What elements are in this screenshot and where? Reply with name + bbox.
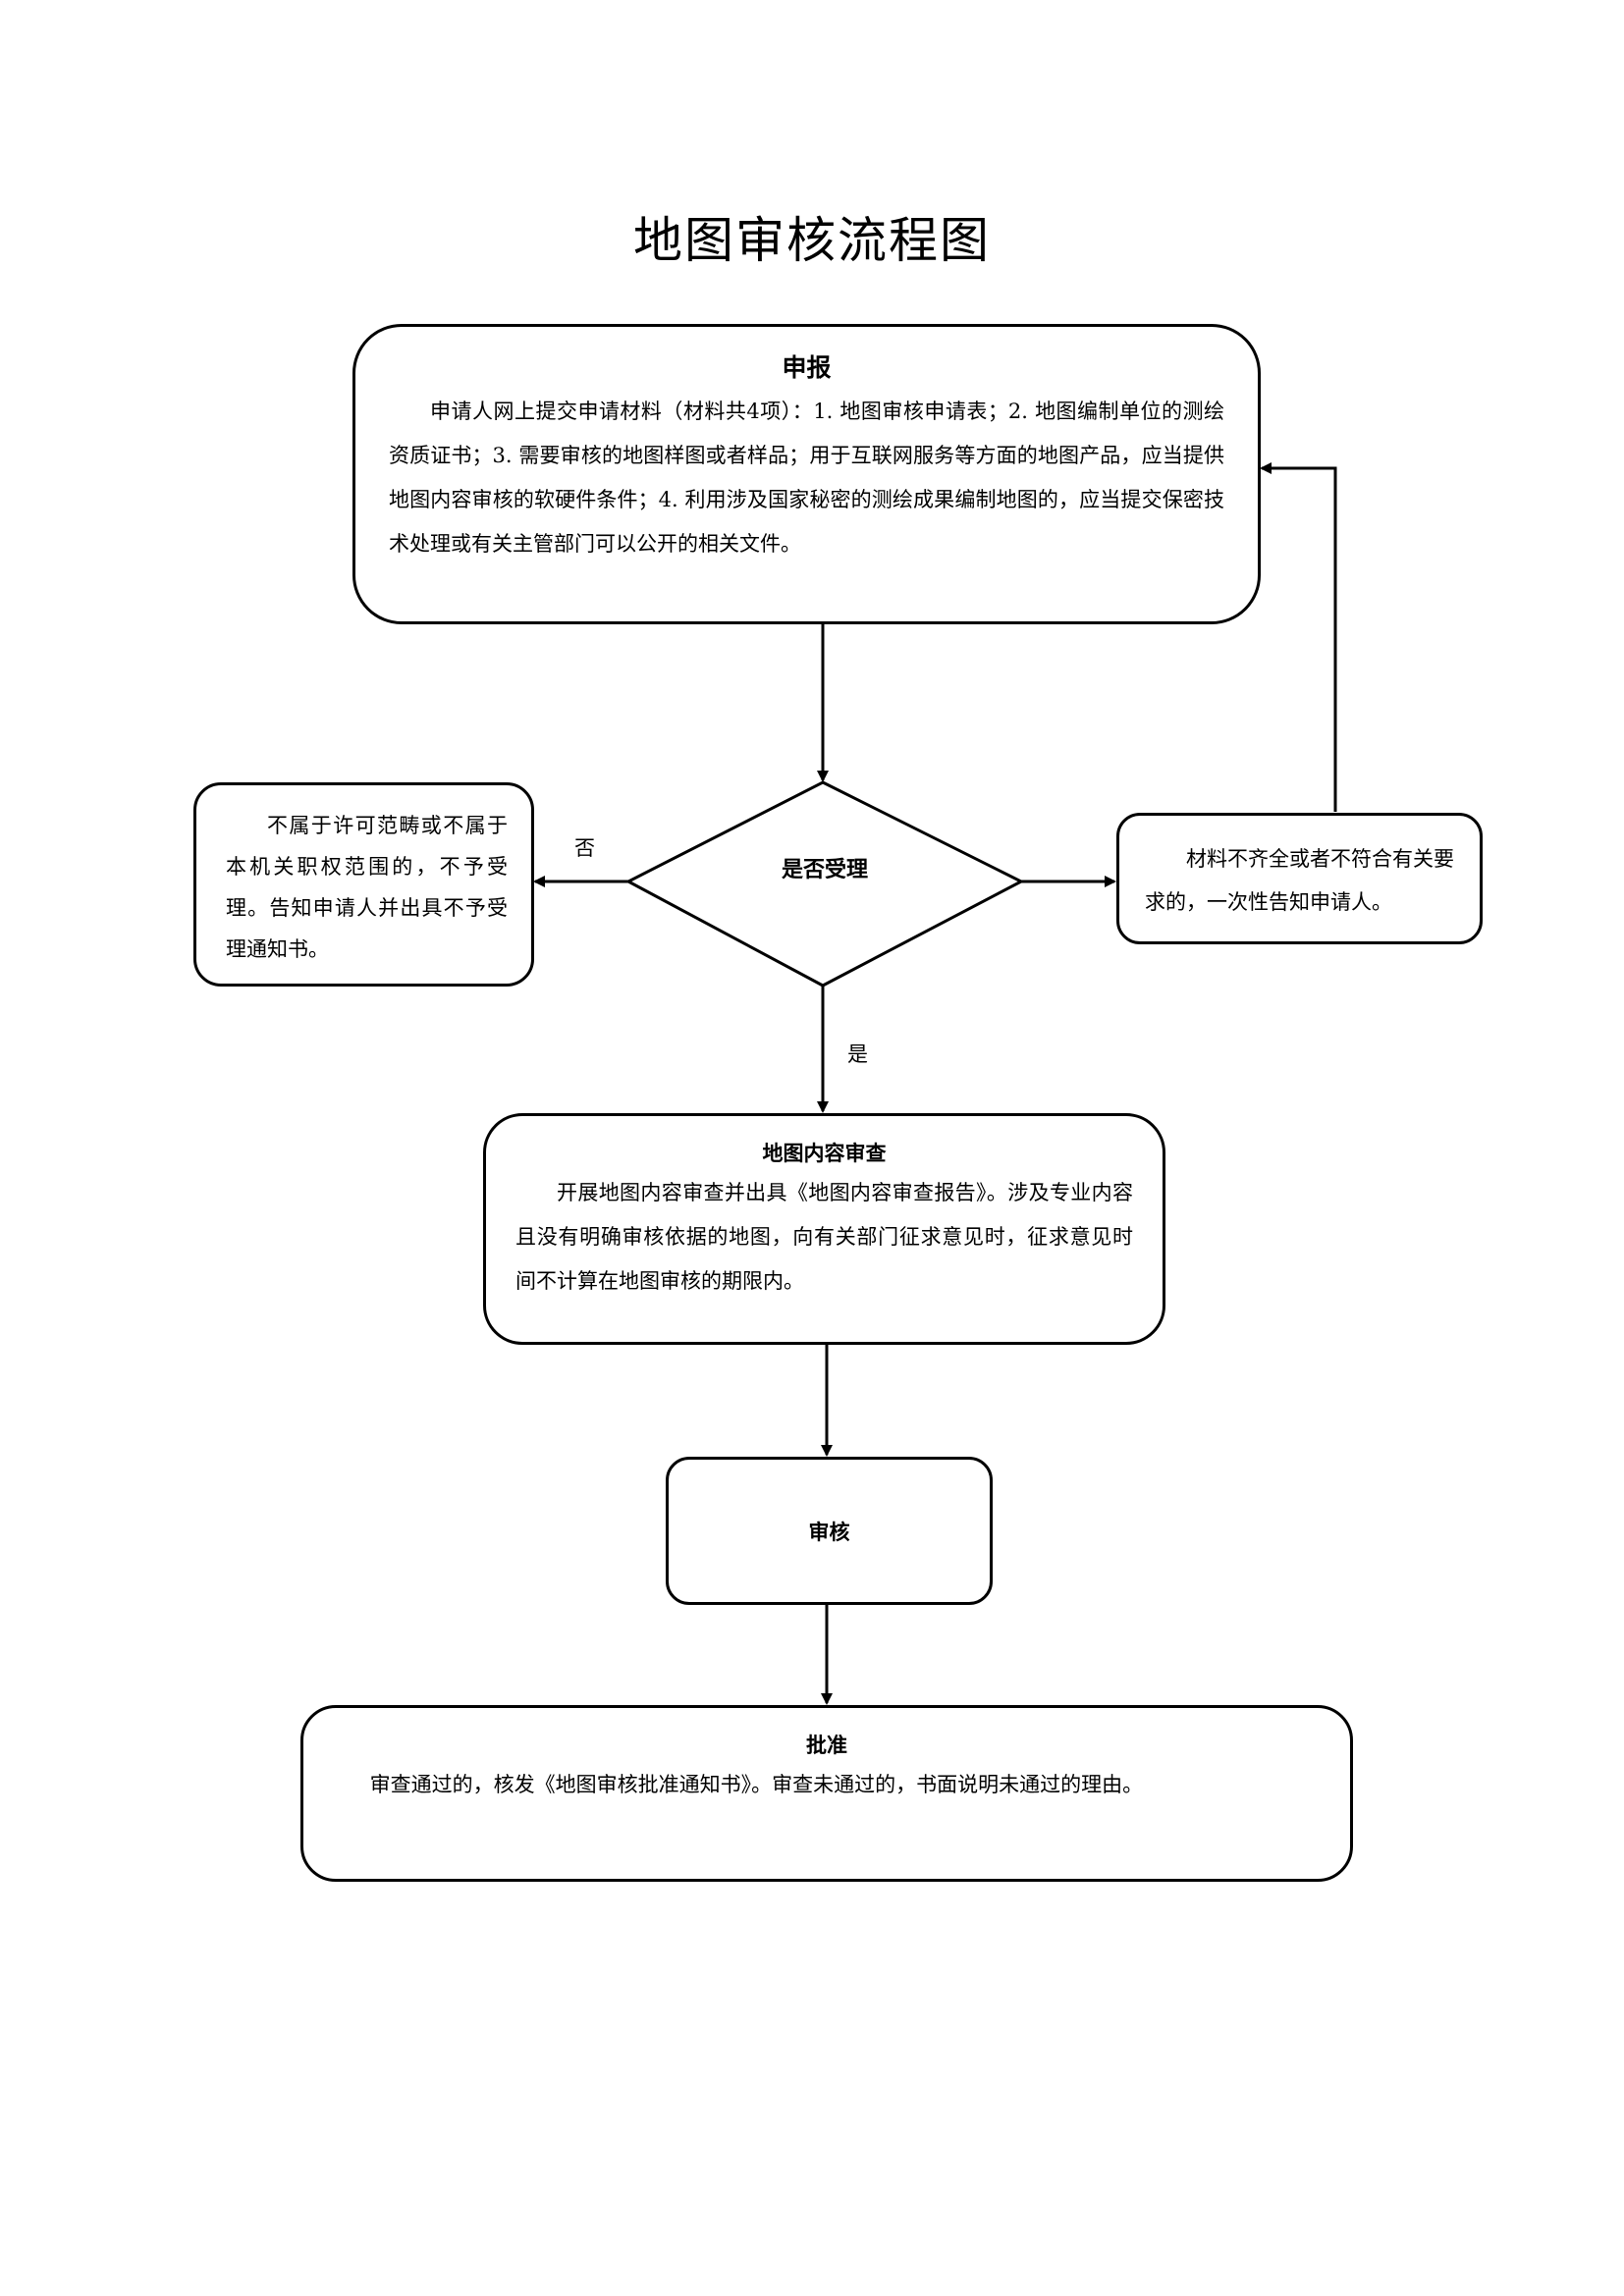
incomplete-node: 材料不齐全或者不符合有关要求的，一次性告知申请人。 — [1116, 813, 1483, 944]
approve-node-text: 审查通过的，核发《地图审核批准通知书》。审查未通过的，书面说明未通过的理由。 — [369, 1773, 1144, 1796]
content-review-node-title: 地图内容审查 — [762, 1142, 887, 1165]
reject-node: 不属于许可范畴或不属于本机关职权范围的，不予受理。告知申请人并出具不予受理通知书… — [193, 782, 534, 987]
approve-node-title: 批准 — [806, 1734, 847, 1757]
decision-diamond — [624, 780, 1025, 988]
arrow-incomplete-to-apply — [1260, 462, 1337, 812]
decision-label: 是否受理 — [781, 858, 868, 882]
content-review-node-text: 开展地图内容审查并出具《地图内容审查报告》。涉及专业内容且没有明确审核依据的地图… — [515, 1181, 1133, 1293]
page-title: 地图审核流程图 — [633, 212, 991, 269]
reject-node-text: 不属于许可范畴或不属于本机关职权范围的，不予受理。告知申请人并出具不予受理通知书… — [226, 814, 508, 961]
audit-node-title: 审核 — [808, 1520, 850, 1544]
apply-node-title: 申报 — [782, 353, 832, 382]
edge-label-yes: 是 — [847, 1042, 868, 1066]
approve-node: 批准 审查通过的，核发《地图审核批准通知书》。审查未通过的，书面说明未通过的理由… — [300, 1705, 1353, 1882]
content-review-node: 地图内容审查 开展地图内容审查并出具《地图内容审查报告》。涉及专业内容且没有明确… — [483, 1113, 1165, 1345]
apply-node: 申报 申请人网上提交申请材料（材料共4项）：1. 地图审核申请表；2. 地图编制… — [352, 324, 1261, 624]
edge-label-no: 否 — [574, 836, 595, 860]
incomplete-node-text: 材料不齐全或者不符合有关要求的，一次性告知申请人。 — [1145, 847, 1454, 914]
apply-node-text: 申请人网上提交申请材料（材料共4项）：1. 地图审核申请表；2. 地图编制单位的… — [389, 400, 1224, 556]
audit-node: 审核 — [666, 1457, 993, 1605]
